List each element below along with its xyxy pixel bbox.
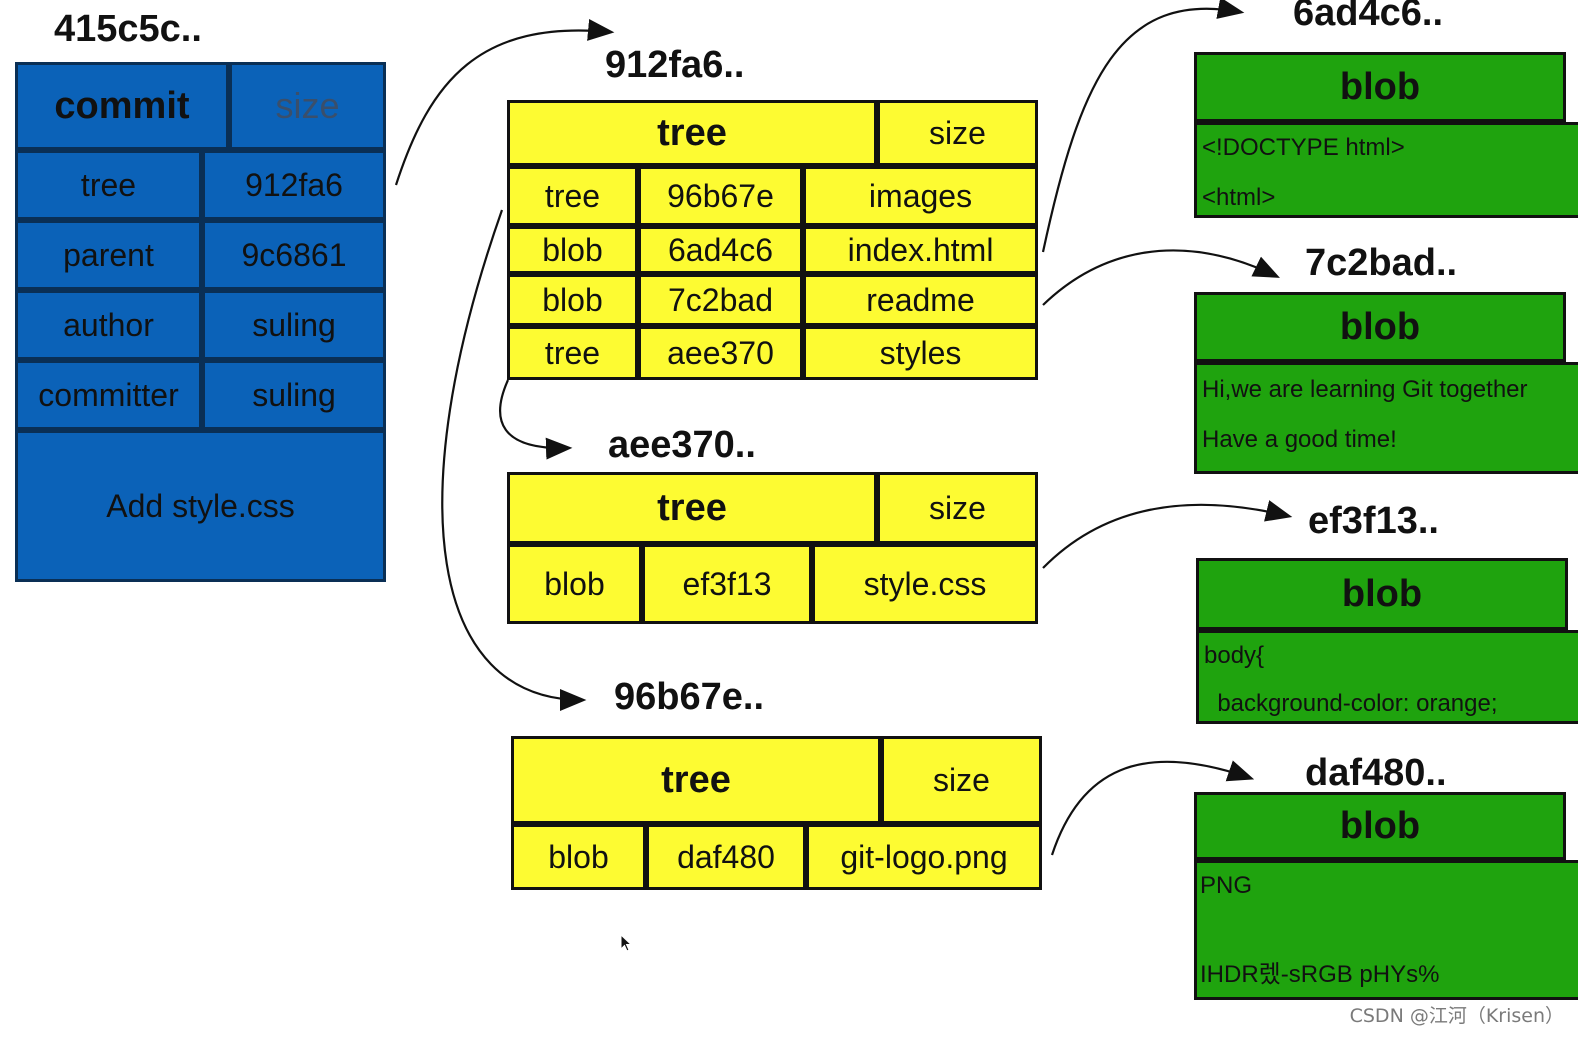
tree-entry-hash: 7c2bad [638,274,803,326]
commit-row-value: 9c6861 [202,220,386,290]
commit-row-key: committer [15,360,202,430]
tree-header: tree [507,472,877,544]
arrow-tree-to-7c2bad [1042,249,1280,306]
blob-content [1194,122,1578,218]
tree-hash-aee370: aee370.. [608,424,756,466]
tree-entry-hash: 96b67e [638,166,803,226]
commit-row-value: 912fa6 [202,150,386,220]
tree-hash-96b67e: 96b67e.. [614,676,764,718]
commit-row-key: parent [15,220,202,290]
blob-header: blob [1194,52,1566,122]
tree-entry-type: tree [507,166,638,226]
mouse-cursor-icon [620,934,633,952]
tree-entry-hash: 6ad4c6 [638,226,803,274]
blob-hash-6ad4c6: 6ad4c6.. [1293,0,1443,34]
tree-entry-name: style.css [812,544,1038,624]
arrow-commit-to-tree [394,19,615,186]
commit-message: Add style.css [15,430,386,582]
blob-header: blob [1194,292,1566,362]
tree-header: tree [507,100,877,166]
arrow-tree-to-aee370 [499,379,573,460]
blob-hash-daf480: daf480.. [1305,752,1447,794]
blob-content-line: Hi,we are learning Git together [1202,376,1528,403]
blob-header: blob [1196,558,1568,630]
blob-content-line: <html> [1202,184,1276,211]
tree-entry-hash: daf480 [646,824,806,890]
arrow-tree-to-96b67e [441,209,587,711]
blob-content-line: PNG [1200,872,1253,899]
commit-row-key: tree [15,150,202,220]
tree-entry-type: blob [507,226,638,274]
blob-content-line: <!DOCTYPE html> [1202,134,1405,161]
blob-content [1194,860,1578,1000]
tree-size: size [881,736,1042,824]
blob-content-line: body{ [1204,642,1265,669]
tree-header: tree [511,736,881,824]
commit-size: size [229,62,386,150]
blob-content-line: Have a good time! [1202,426,1397,453]
blob-content-line: background-color: orange; [1204,690,1498,717]
tree-entry-name: readme [803,274,1038,326]
tree-entry-hash: aee370 [638,326,803,380]
arrow-96b67e-to-daf480 [1050,760,1255,856]
arrow-aee370-to-ef3f13 [1042,500,1293,569]
tree-entry-name: git-logo.png [806,824,1042,890]
blob-hash-7c2bad: 7c2bad.. [1305,242,1458,284]
tree-entry-name: styles [803,326,1038,380]
tree-entry-type: blob [511,824,646,890]
commit-header: commit [15,62,229,150]
tree-size: size [877,100,1038,166]
commit-hash: 415c5c.. [54,8,202,50]
tree-entry-hash: ef3f13 [642,544,812,624]
commit-row-value: suling [202,290,386,360]
watermark: CSDN @江河（Krisen） [1349,1005,1564,1027]
blob-hash-ef3f13: ef3f13.. [1308,500,1439,542]
tree-hash-912fa6: 912fa6.. [605,44,745,86]
commit-row-value: suling [202,360,386,430]
tree-entry-name: images [803,166,1038,226]
blob-header: blob [1194,792,1566,860]
tree-entry-type: blob [507,274,638,326]
commit-row-key: author [15,290,202,360]
tree-size: size [877,472,1038,544]
blob-content-line: IHDR렜-sRGB pHYs% [1200,961,1440,988]
tree-entry-name: index.html [803,226,1038,274]
blob-content [1196,630,1578,724]
blob-content [1194,362,1578,474]
arrow-tree-to-6ad4c6 [1041,0,1245,253]
tree-entry-type: tree [507,326,638,380]
tree-entry-type: blob [507,544,642,624]
